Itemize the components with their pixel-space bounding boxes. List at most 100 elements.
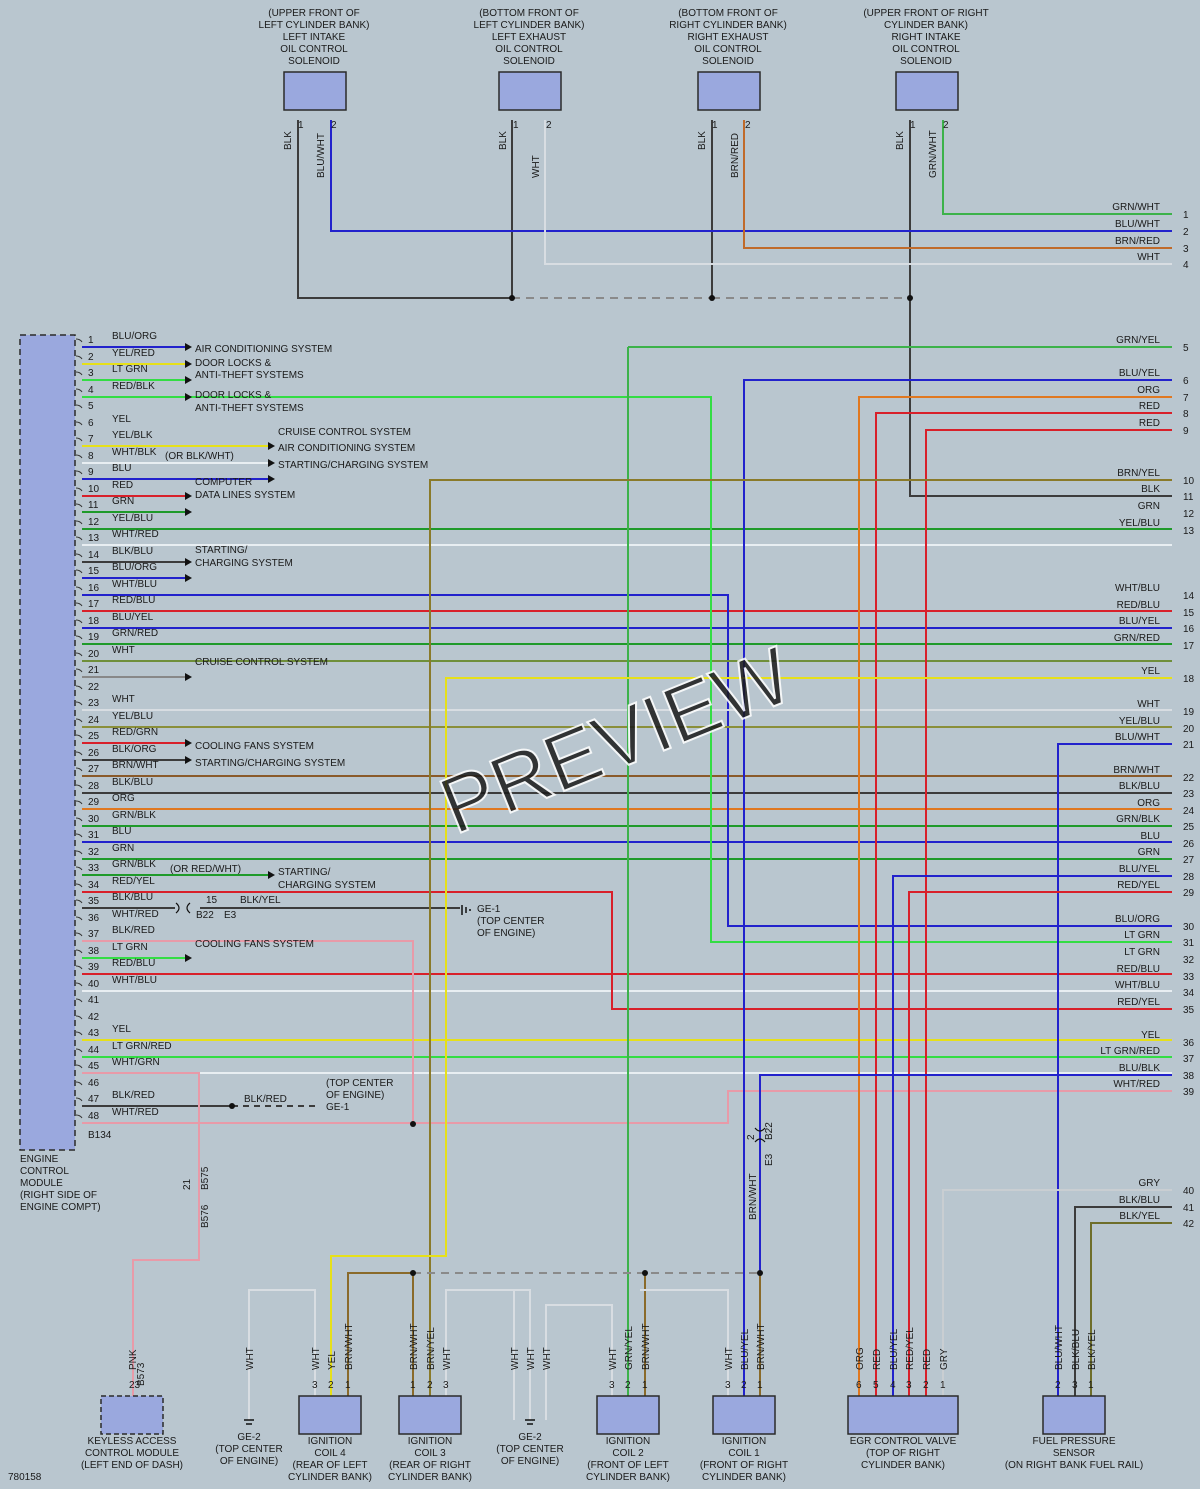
solenoid-caption-line: RIGHT CYLINDER BANK): [669, 20, 787, 31]
right-pin-number: 26: [1183, 839, 1195, 850]
dest-arrow: [185, 360, 192, 368]
component-pin-number: 2: [625, 1380, 631, 1391]
ecm-pin-number: 27: [88, 764, 100, 775]
right-pin-wire-label: WHT: [1137, 252, 1160, 263]
right-pin-number: 19: [1183, 707, 1195, 718]
component-caption-line: CYLINDER BANK): [702, 1472, 786, 1483]
ecm-pin-wire-label: BLU/ORG: [112, 331, 157, 342]
wht-ge2a: [248, 1289, 316, 1420]
component-caption-line: (FRONT OF LEFT: [587, 1460, 668, 1471]
right-pin-number: 1: [1183, 210, 1189, 221]
solenoid-caption-line: OIL CONTROL: [495, 44, 563, 55]
blu-yel-28: [892, 875, 1172, 1396]
solenoid-wire-label: GRN/WHT: [928, 130, 939, 178]
right-pin-wire-label: YEL: [1141, 1030, 1160, 1041]
solenoid-wire-label: BLK: [498, 131, 509, 150]
right-pin-number: 17: [1183, 641, 1195, 652]
ecm-caption-line: CONTROL: [20, 1166, 69, 1177]
blu-wht-21: [1057, 743, 1172, 1396]
red-blk-4: [82, 396, 1172, 943]
dest-system-label: CRUISE CONTROL SYSTEM: [195, 657, 328, 668]
ecm-pin-number: 37: [88, 929, 100, 940]
ecm-pin-stub: [75, 883, 83, 888]
e3-id: E3: [764, 1153, 775, 1166]
right-pin-wire-label: BLU/WHT: [1115, 219, 1160, 230]
dest-system-label: COOLING FANS SYSTEM: [195, 741, 314, 752]
ecm-pin-wire-label: BLK/ORG: [112, 744, 157, 755]
right-pin-number: 14: [1183, 591, 1195, 602]
right-pin-wire-label: YEL: [1141, 666, 1160, 677]
right-pin-number: 27: [1183, 855, 1195, 866]
ecm-pin-number: 48: [88, 1111, 100, 1122]
right-pin-wire-label: RED/YEL: [1117, 997, 1160, 1008]
right-pin-number: 32: [1183, 955, 1195, 966]
dest-system-label: STARTING/: [195, 545, 248, 556]
right-pin-number: 34: [1183, 988, 1195, 999]
ecm-pin-number: 34: [88, 880, 100, 891]
component-caption-line: CYLINDER BANK): [288, 1472, 372, 1483]
component-caption-line: EGR CONTROL VALVE: [850, 1436, 957, 1447]
component-caption-line: SENSOR: [1053, 1448, 1095, 1459]
solenoid-pin-number: 2: [745, 120, 751, 131]
wht-blu-16: [82, 594, 1172, 927]
solenoid-caption-line: LEFT INTAKE: [283, 32, 346, 43]
component-caption-line: IGNITION: [722, 1436, 766, 1447]
ecm-caption-line: (RIGHT SIDE OF: [20, 1190, 97, 1201]
ecm-pin-wire-label: BLU/ORG: [112, 562, 157, 573]
ge1-top-caption-line: OF ENGINE): [477, 928, 535, 939]
dest-system-label: STARTING/CHARGING SYSTEM: [195, 758, 345, 769]
right-pin-number: 12: [1183, 509, 1195, 520]
right-pin-wire-label: RED/YEL: [1117, 880, 1160, 891]
solenoid-caption-line: OIL CONTROL: [280, 44, 348, 55]
components-layer: [19, 71, 1106, 1435]
ground-caption-line: OF ENGINE): [501, 1456, 559, 1467]
component-wire-label: BRN/WHT: [409, 1323, 420, 1370]
component-caption-line: COIL 3: [414, 1448, 446, 1459]
ecm-pin-number: 30: [88, 814, 100, 825]
right-pin-number: 22: [1183, 773, 1195, 784]
component-caption-line: (REAR OF RIGHT: [389, 1460, 471, 1471]
right-pin-number: 36: [1183, 1038, 1195, 1049]
ecm-pin-wire-label: YEL/BLK: [112, 430, 153, 441]
ecm-pin-wire-label: RED/BLU: [112, 595, 155, 606]
component-fps: [1042, 1395, 1106, 1435]
ecm-pin-stub: [75, 1097, 83, 1102]
dest-arrow: [185, 492, 192, 500]
right-pin-number: 15: [1183, 608, 1195, 619]
splice-dot: [410, 1121, 416, 1127]
right-pin-wire-label: WHT/RED: [1113, 1079, 1160, 1090]
ecm-pin-wire-label: YEL: [112, 414, 131, 425]
ecm-pin-number: 2: [88, 352, 94, 363]
right-pin-wire-label: BLU/YEL: [1119, 616, 1161, 627]
ecm-pin-number: 5: [88, 401, 94, 412]
ecm-pin-wire-label: RED/BLK: [112, 381, 155, 392]
ecm-pin-wire-label: LT GRN: [112, 942, 148, 953]
component-pin-number: 3: [609, 1380, 615, 1391]
ecm-pin-wire-label: BLK/BLU: [112, 546, 153, 557]
ecm-pin-wire-label: YEL/BLU: [112, 513, 153, 524]
right-pin-number: 11: [1183, 492, 1194, 503]
component-wire-label: GRY: [939, 1348, 950, 1370]
ecm-pin-wire-label: WHT/BLU: [112, 975, 157, 986]
splice-dot: [229, 1103, 235, 1109]
right-pin-wire-label: ORG: [1137, 385, 1160, 396]
ecm-pin-stub: [75, 998, 83, 1003]
component-coil3: [398, 1395, 462, 1435]
component-caption-line: COIL 1: [728, 1448, 760, 1459]
ecm-pin-stub: [75, 503, 83, 508]
dest-arrow: [185, 343, 192, 351]
dest-system-label: CRUISE CONTROL SYSTEM: [278, 427, 411, 438]
component-pin-number: 2: [1055, 1380, 1061, 1391]
ecm-pin-number: 6: [88, 418, 94, 429]
ecm-pin-stub: [75, 1031, 83, 1036]
ecm-pin-number: 46: [88, 1078, 100, 1089]
splice-b22-e3: [175, 902, 191, 914]
right-pin-wire-label: GRY: [1139, 1178, 1161, 1189]
ecm-pin-number: 35: [88, 896, 100, 907]
keyless-conn-lower: B576: [200, 1204, 211, 1228]
ecm-alt-wire-label: (OR RED/WHT): [170, 864, 241, 875]
component-caption-line: (REAR OF LEFT: [292, 1460, 367, 1471]
splice-dot: [757, 1270, 763, 1276]
component-caption-line: CYLINDER BANK): [861, 1460, 945, 1471]
dest-system-label: AIR CONDITIONING SYSTEM: [278, 443, 415, 454]
